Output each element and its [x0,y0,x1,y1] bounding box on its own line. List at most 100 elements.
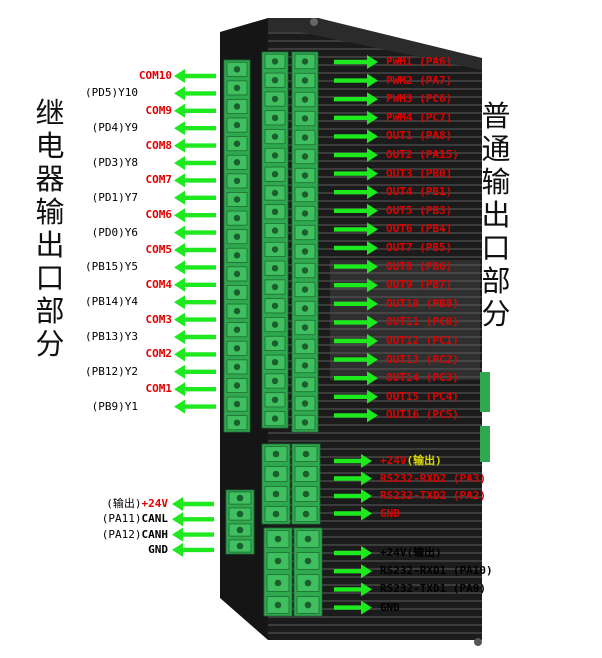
relay-arrow [174,190,216,205]
rs232-2-arrow [334,506,372,521]
normal-output-label: OUT6 (PB4) [386,222,453,236]
normal-output-arrow [334,185,378,200]
normal-output-label: OUT12 (PC1) [386,334,459,347]
relay-terminal-front-screw [233,363,241,371]
normal-output-arrow [334,352,378,367]
relay-terminal-rear-screw [271,415,279,422]
relay-output-label: COM2 [145,347,173,361]
terminal-blocks [223,51,323,617]
can-port-signal: CANH [141,527,169,541]
rs232-2-terminal-b-screw [302,450,310,458]
relay-output-label: (PD3)Y8 [91,156,138,169]
heatsink-body [268,18,482,640]
rs232-2-terminal-a-screw [272,490,280,498]
relay-terminal-front-screw [233,84,241,92]
relay-output-label: (PB9)Y1 [91,399,138,413]
relay-terminal-rear-screw [271,265,279,272]
relay-terminal-rear-screw [271,359,279,366]
screw-bottom [474,638,482,646]
relay-terminal-front-screw [233,103,241,110]
arrows-layer [172,55,378,615]
can-arrow [172,527,214,542]
normal-output-arrow [334,408,378,423]
normal-output-arrow [334,73,378,88]
rs232-1-terminal-b-screw [304,601,312,609]
rs232-2-signal: RS232-RXD2 (PA3) [380,471,486,485]
relay-terminal-front-screw [233,140,241,147]
normal-output-label: OUT2 (PA15) [386,148,459,161]
relay-output-label: COM5 [145,243,173,256]
rs232-2-arrow [334,454,372,468]
normal-output-label: OUT15 (PC4) [386,389,459,403]
normal-terminal-screw [301,267,309,274]
relay-terminal-front-screw [233,121,241,129]
relay-terminal-rear-screw [271,114,279,122]
side-connector-lower [480,426,490,462]
normal-output-arrow [334,371,378,386]
relay-terminal-front-screw [233,66,241,73]
rs232-1-arrow [334,546,372,560]
relay-terminal-rear-screw [271,227,279,234]
can-port-signal: +24V [141,497,169,510]
normal-output-label: OUT13 (PC2) [386,352,459,366]
normal-output-arrow [334,334,378,348]
normal-terminal-screw [301,305,309,312]
relay-terminal-rear-screw [271,77,279,84]
normal-output-label: PWM1 (PA6) [386,55,453,68]
normal-terminal-screw [301,229,309,236]
normal-output-arrow [334,129,378,144]
rs232-1-label: RS232-RXD1 (PA10) [380,565,493,577]
relay-arrow [174,208,216,223]
rs232-1-terminal-a-screw [274,601,282,609]
rs232-2-terminal-a-screw [272,510,280,518]
rs232-1-label: RS232-TXD1 (PA9) [380,583,486,595]
relay-terminal-front-screw [233,400,241,408]
relay-arrow [174,156,216,170]
normal-output-arrow [334,315,378,330]
can-terminal-screw [236,542,244,550]
relay-output-label: (PD5)Y10 [85,86,138,100]
relay-terminal-rear-screw [271,95,279,103]
relay-arrow [174,364,216,379]
normal-output-title-text: 普通输出口部分 [481,99,511,331]
relay-terminal-rear-screw [271,208,279,215]
relay-terminal-rear-screw [271,321,279,328]
relay-output-label: COM10 [138,69,172,82]
normal-output-arrow [334,389,378,404]
relay-terminal-rear-screw [271,340,279,347]
rs232-1-terminal-a-screw [274,535,282,543]
normal-terminal-screw [301,381,309,388]
can-port-label: (PA11)CANL [102,513,168,525]
normal-output-label: OUT5 (PB3) [386,203,453,217]
normal-output-arrow [334,110,378,125]
can-port-prefix: (PA11) [101,512,142,526]
rs232-2-suffix: (输出) [406,454,442,467]
relay-terminal-front-screw [233,270,241,278]
normal-output-label: OUT9 (PB7) [386,278,453,292]
can-port-label: (PA12)CANH [101,527,169,541]
relay-arrow [174,121,216,136]
relay-output-label: (PD1)Y7 [91,190,138,204]
relay-terminal-front-screw [233,233,241,240]
can-port-label: GND [148,543,168,556]
normal-terminal-screw [301,58,309,65]
normal-terminal-screw [301,96,309,103]
normal-terminal-screw [301,400,309,407]
can-port-prefix: (PA12) [101,527,142,541]
relay-output-label: COM8 [145,138,173,152]
rs232-2-label: GND [380,507,400,520]
relay-terminal-rear-screw [271,189,279,197]
normal-terminal-screw [301,191,309,198]
relay-output-label: (PB13)Y3 [85,330,138,343]
relay-terminal-rear-screw [271,171,279,178]
relay-terminal-front-screw [233,419,241,426]
rs232-1-suffix: (输出) [406,546,442,559]
rs232-1-arrow [334,582,372,597]
relay-terminal-rear-screw [271,152,279,159]
relay-terminal-rear-screw [271,396,279,403]
rs232-2-terminal-a-screw [272,450,280,458]
normal-terminal-screw [301,248,309,255]
rs232-1-signal: RS232-RXD1 (PA10) [380,564,493,578]
rs232-2-signal: RS232-TXD2 (PA2) [380,489,486,502]
relay-terminal-rear-screw [271,246,279,253]
